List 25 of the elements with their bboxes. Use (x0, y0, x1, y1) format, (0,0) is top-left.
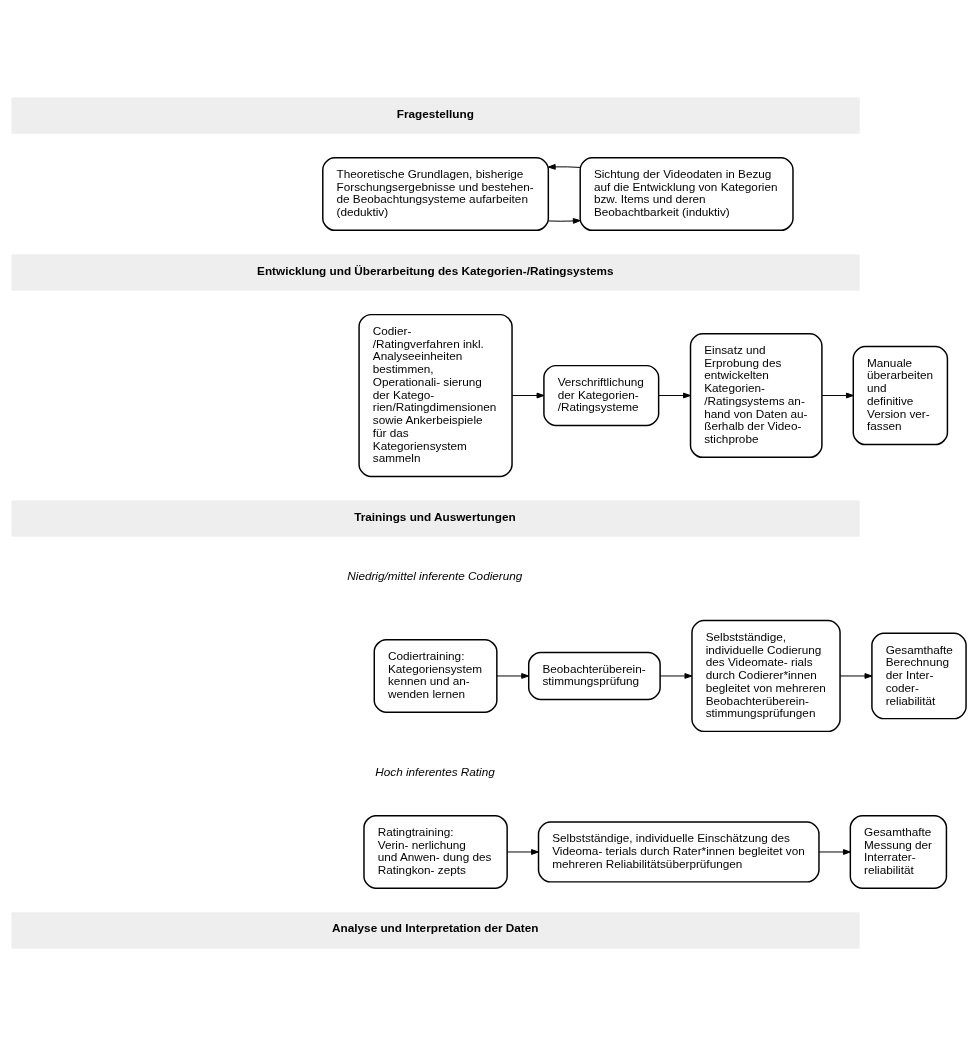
arrow (658, 392, 691, 398)
arrow (511, 392, 545, 398)
node-box: Theoretische Grundlagen, bisherige Forschungsergebnisse und bestehen- de Beobachtungsysteme aufarbeiten (deduktiv) (322, 156, 550, 231)
arrow (506, 848, 539, 855)
label: Niedrig/mittel inferente Codierung (347, 568, 523, 582)
node-box: Ratingtraining: Verin- nerlichung und Anwen- dung des Ratingkon- zepts (363, 814, 508, 889)
node-box: Gesamthafte Messung der Interrater- reliabilität (849, 814, 948, 889)
node-box: Selbstständige, individuelle Codierung des Videomate- rials durch Codierer*innen begleitet von mehreren Beobachterüberein- stimmungsprüfungen (691, 619, 841, 732)
node-box: Gesamthafte Berechnung der Inter- coder- reliabilität (871, 632, 967, 719)
arrow (659, 672, 693, 679)
arrow (547, 163, 581, 170)
label: Hoch inferentes Rating (375, 764, 495, 778)
arrow (821, 392, 854, 398)
arrow (547, 217, 581, 224)
node-box: Sichtung der Videodaten in Bezug auf die Entwicklung von Kategorien bzw. Items und deren Beobachtbarkeit (induktiv) (579, 156, 794, 231)
arrow (839, 672, 873, 679)
node-box: Manuale überarbeiten und definitive Version ver- fassen (852, 345, 949, 445)
node-box: Selbstständige, individuelle Einschätzung des Videoma- terials durch Rater*innen begleitet von mehreren Reliabilitätsüberprüfungen (537, 820, 820, 883)
arrow (496, 672, 530, 679)
node-box: Verschriftlichung der Kategorien- /Ratingsysteme (543, 364, 660, 426)
node-box: Einsatz und Erprobung des entwickelten Kategorien- /Ratingsystems an- hand von Daten au- ßerhalb der Video- stichprobe (689, 332, 823, 458)
node-box: Codier-/Ratingverfahren inkl. Analyseeinheiten bestimmen, Operationali- sierung der Katego- rien/Ratingdimensionen sowie Ankerbeispiele für das Kategoriensystem sammeln (358, 313, 513, 477)
node-box: Beobachterüberein- stimmungsprüfung (527, 651, 661, 700)
node-box: Codiertraining: Kategoriensystem kennen und an- wenden lernen (373, 638, 498, 713)
arrow (818, 848, 851, 855)
